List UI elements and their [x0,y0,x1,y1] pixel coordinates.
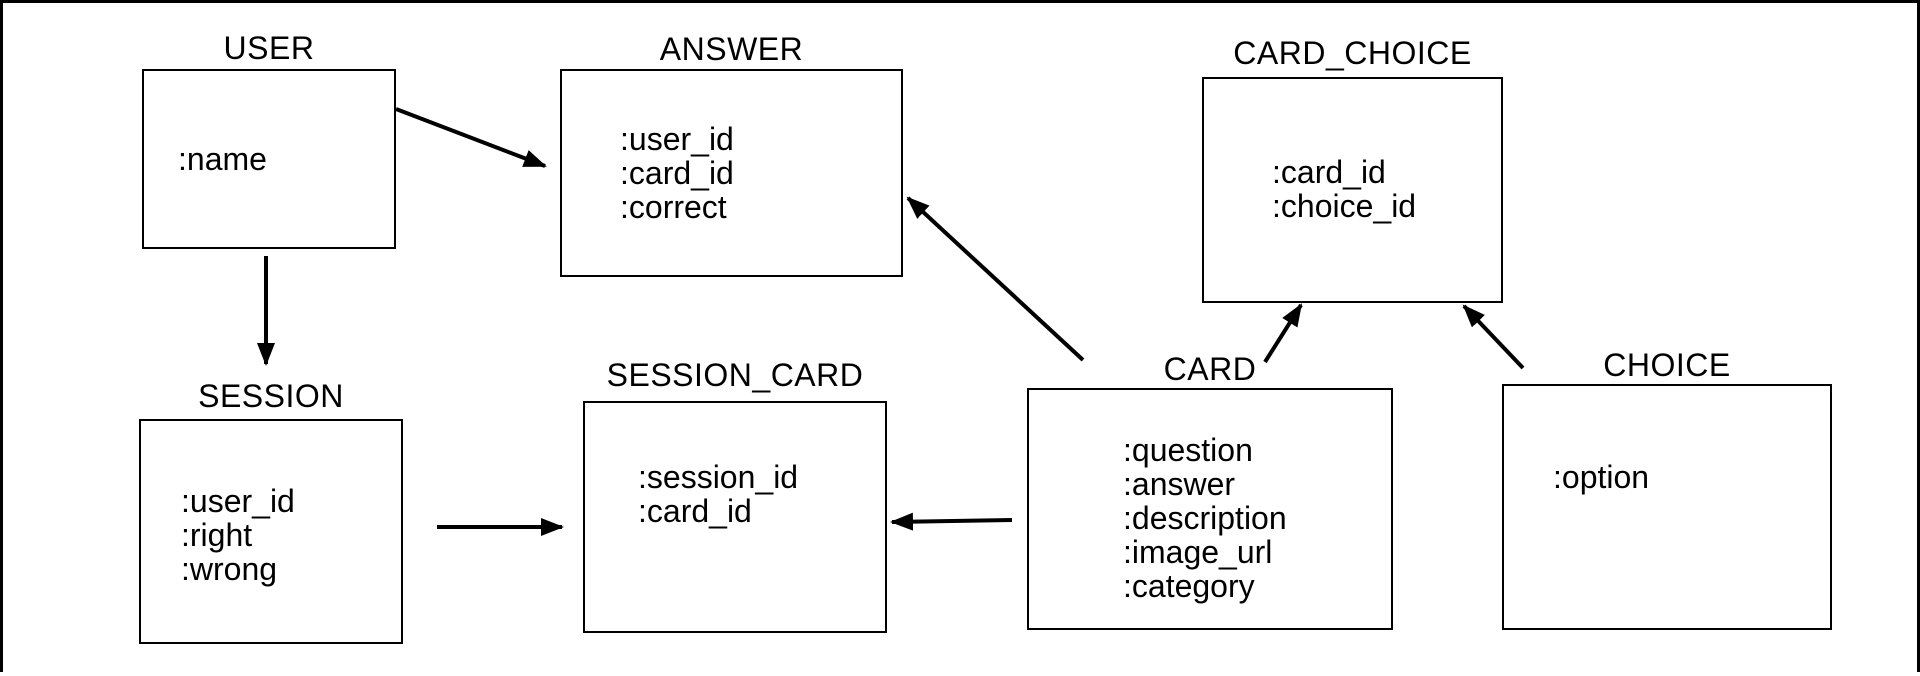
entity-attrs-card: :question :answer :description :image_ur… [1123,433,1287,603]
entity-attrs-session: :user_id :right :wrong [181,484,295,586]
attribute: :question [1123,432,1253,468]
entity-box-choice [1502,384,1832,630]
attribute: :card_id [620,155,734,191]
attribute: :user_id [620,121,734,157]
entity-attrs-card-choice: :card_id :choice_id [1272,155,1416,223]
arrow-card-to-answer [906,196,1085,362]
entity-title-card: CARD [1163,351,1257,387]
attribute: :wrong [181,551,278,587]
entity-attrs-user: :name [178,142,267,176]
attribute: :right [181,517,253,553]
attribute: :category [1123,568,1255,604]
attribute: :user_id [181,483,295,519]
entity-box-user [142,69,396,249]
entity-title-card-choice: CARD_CHOICE [1233,35,1472,71]
entity-box-session-card [583,401,887,633]
entity-box-card-choice [1202,77,1503,303]
entity-title-answer: ANSWER [659,31,804,67]
attribute: :card_id [1272,154,1386,190]
attribute: :image_url [1123,534,1273,570]
entity-title-session: SESSION [198,378,344,414]
attribute: :session_id [638,459,799,495]
attribute: :card_id [638,493,752,529]
attribute: :choice_id [1272,188,1417,224]
attribute: :correct [620,189,727,225]
arrow-card-to-session_card [890,512,1013,531]
attribute: :name [178,141,267,177]
arrow-user-to-answer [395,107,547,168]
entity-title-session-card: SESSION_CARD [606,357,864,393]
entity-title-user: USER [223,30,315,66]
entity-attrs-session-card: :session_id :card_id [638,460,798,528]
entity-box-answer [560,69,903,277]
attribute: :option [1553,459,1650,495]
attribute: :answer [1123,466,1236,502]
entity-attrs-answer: :user_id :card_id :correct [620,122,734,224]
entity-attrs-choice: :option [1553,460,1649,494]
entity-box-session [139,419,403,644]
entity-title-choice: CHOICE [1603,347,1731,383]
entity-box-card [1027,388,1393,630]
attribute: :description [1123,500,1287,536]
